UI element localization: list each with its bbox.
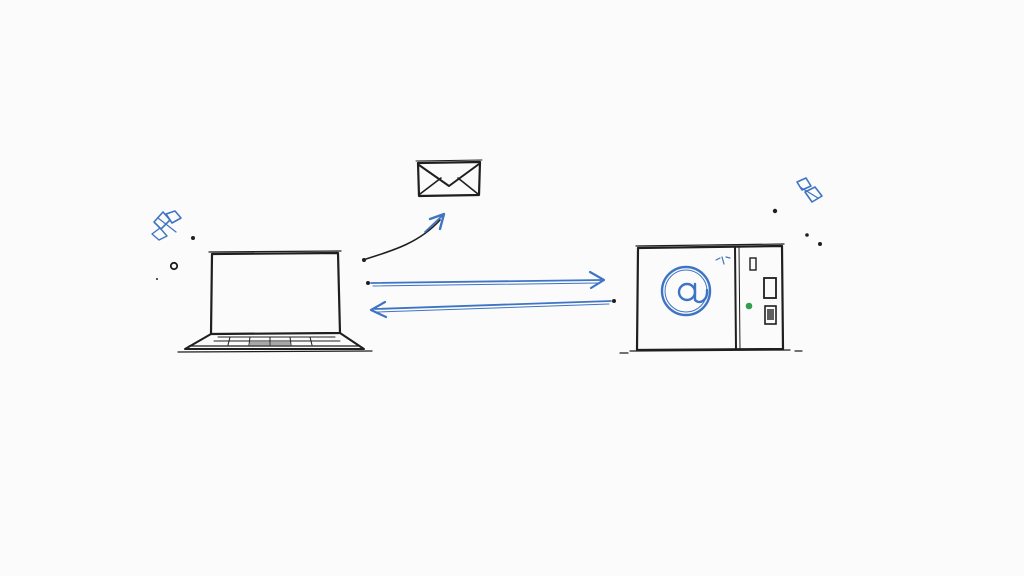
decorative-dots [773, 209, 822, 246]
arrow-laptop-to-envelope [362, 214, 444, 262]
at-sign-icon [662, 267, 710, 315]
drive-bay-icon [764, 278, 776, 298]
decorative-dots [156, 236, 195, 280]
arrow-server-to-laptop [371, 299, 616, 317]
sparkle-icon [152, 211, 181, 240]
slot-icon [750, 258, 756, 270]
power-indicator-icon [746, 303, 753, 310]
arrow-laptop-to-server [366, 272, 604, 288]
laptop-icon [178, 251, 372, 352]
sparkle-icon [797, 178, 822, 202]
server-icon [620, 244, 802, 353]
envelope-icon [416, 160, 482, 196]
